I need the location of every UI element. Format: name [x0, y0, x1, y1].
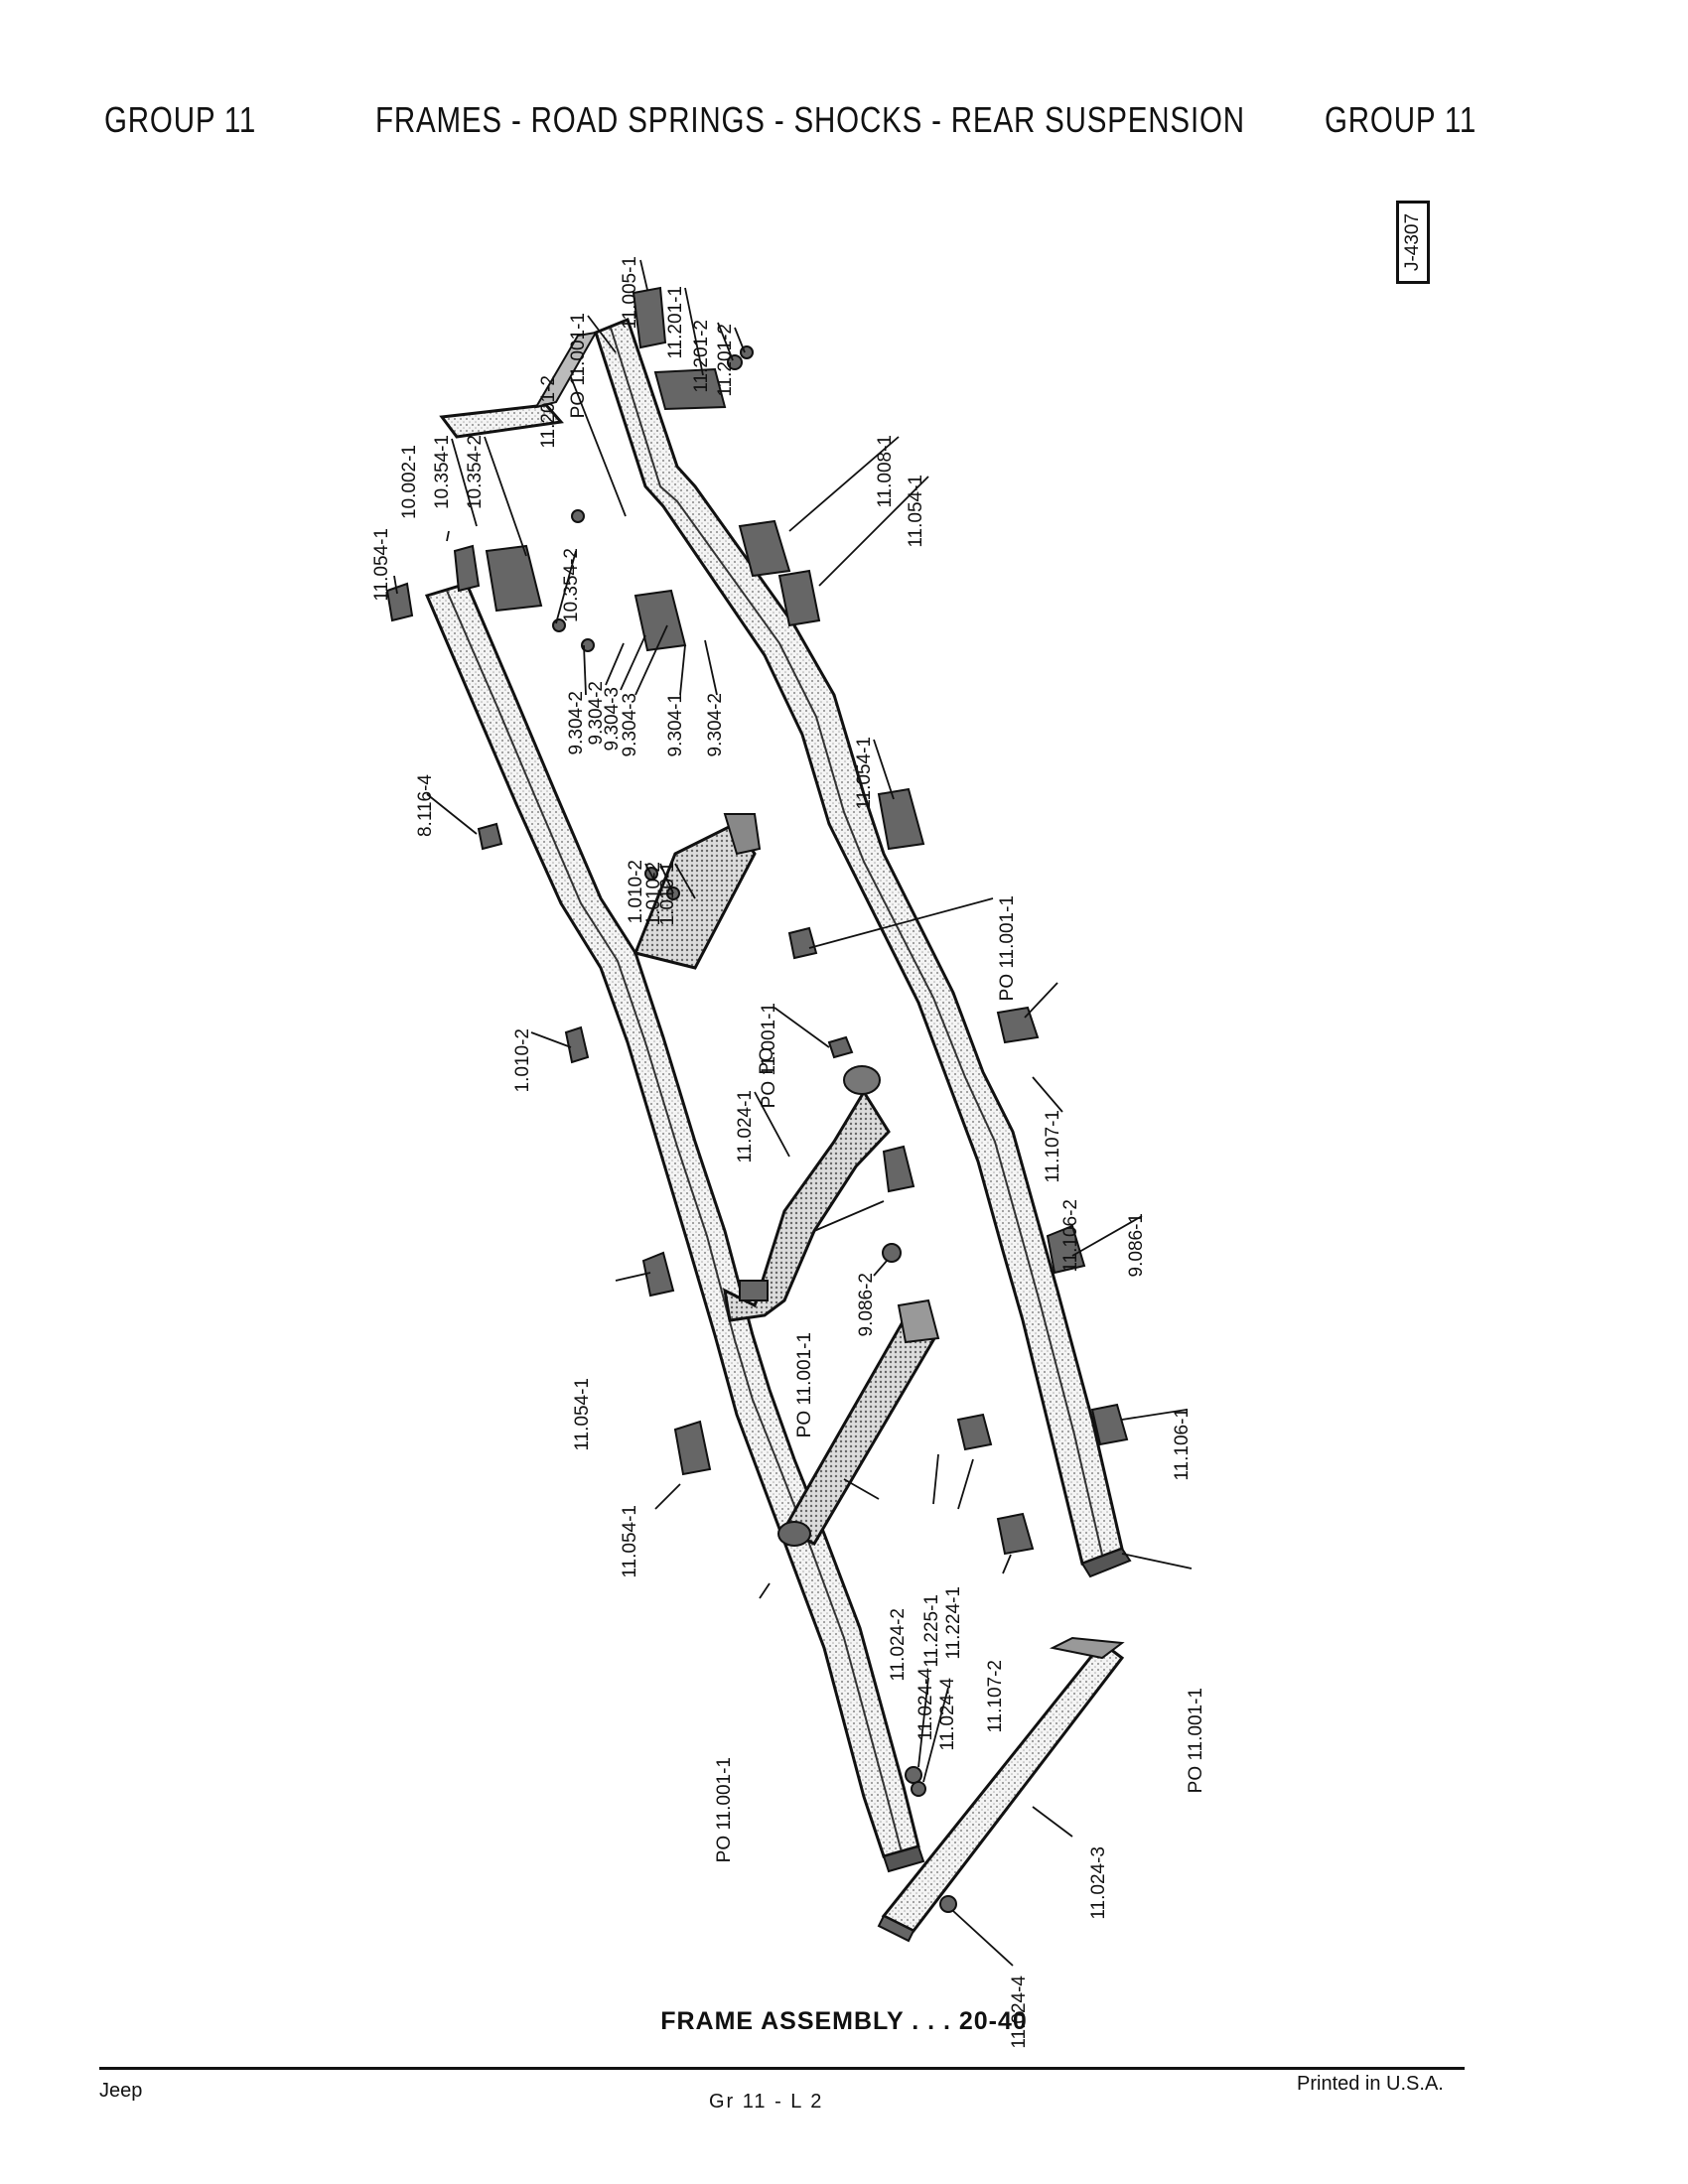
group-label-left: GROUP 11	[104, 99, 257, 140]
group-label-right: GROUP 11	[1325, 99, 1477, 140]
footer-rule	[99, 2067, 1465, 2070]
part-callout: 11.054-1	[906, 475, 926, 548]
part-callout: 1.010-2	[626, 860, 646, 923]
part-callout: 9.304-3	[620, 693, 640, 756]
figure-caption: FRAME ASSEMBLY . . . 20-40	[660, 2007, 1028, 2035]
tube-cross-member	[777, 1298, 940, 1547]
part-callout: PO 11.001-1	[714, 1757, 735, 1862]
part-callout: 11.024-4	[1009, 1976, 1030, 2049]
part-callout: 11.201-2	[538, 375, 559, 449]
part-callout: 9.304-2	[566, 691, 587, 754]
leader-lines	[393, 259, 1193, 1967]
figure-id-box: J-4307	[1396, 201, 1430, 284]
part-callout: 11.225-1	[921, 1594, 942, 1668]
part-callout: 11.201-2	[715, 324, 736, 397]
part-callout: 11.054-1	[572, 1378, 593, 1451]
part-callout: PO 11.001-1	[1186, 1688, 1206, 1793]
part-callout: 11.024-3	[1088, 1846, 1109, 1920]
part-callout: 1.010-2	[643, 862, 664, 925]
part-callout: 11.201-1	[665, 286, 686, 359]
footer-brand: Jeep	[99, 2080, 143, 2102]
part-callout: 10.354-1	[432, 435, 453, 509]
part-callout: 10.002-1	[399, 445, 420, 519]
part-callout: PO 11.001-1	[759, 1003, 779, 1108]
part-callout: PO 11.001-1	[794, 1332, 815, 1437]
part-callout: PO 11.001-1	[997, 895, 1018, 1001]
part-callout: 11.107-2	[985, 1660, 1006, 1733]
footer-page-number: Gr 11 - L 2	[709, 2091, 824, 2113]
part-callout: 11.024-1	[735, 1090, 756, 1163]
part-callout: 11.054-1	[371, 528, 392, 602]
center-cross-member	[723, 1065, 891, 1322]
part-callout: 11.024-4	[915, 1668, 936, 1741]
part-callout: PO	[757, 1047, 777, 1074]
part-callout: 11.054-1	[620, 1505, 640, 1578]
part-callout: 11.201-2	[691, 320, 712, 393]
part-callout: 11.005-1	[620, 256, 640, 330]
part-callout: 11.106-1	[1172, 1408, 1193, 1481]
part-callout: 9.086-2	[856, 1273, 877, 1336]
part-callout: 1.010-1	[657, 862, 678, 925]
footer-printed: Printed in U.S.A.	[1297, 2073, 1444, 2095]
rear-cross-member	[877, 1636, 1125, 1943]
part-callout: 9.304-1	[665, 693, 686, 756]
part-callout: PO 11.001-1	[568, 313, 589, 418]
part-callout: 9.304-2	[586, 681, 607, 745]
part-callout: 10.354-2	[561, 548, 582, 622]
part-callout: 11.106-2	[1060, 1199, 1081, 1273]
page-title: FRAMES - ROAD SPRINGS - SHOCKS - REAR SU…	[375, 99, 1245, 140]
part-callout: 11.024-4	[937, 1678, 958, 1751]
part-callout: 11.224-1	[943, 1586, 964, 1660]
front-cross-member	[439, 331, 598, 439]
part-callout: 1.010-2	[512, 1028, 533, 1092]
part-callout: 9.304-3	[602, 687, 623, 751]
cross-member-front-intermediate	[633, 813, 762, 970]
right-side-rail	[594, 318, 1132, 1578]
part-callout: 11.008-1	[875, 435, 896, 508]
part-callout: 11.024-2	[888, 1608, 909, 1682]
part-callout: 9.086-1	[1126, 1213, 1147, 1277]
part-callout: 9.304-2	[705, 693, 726, 756]
part-callout: 11.107-1	[1043, 1110, 1063, 1183]
brackets	[385, 286, 1129, 1913]
part-callout: 10.354-2	[465, 435, 486, 509]
part-callout: 8.116-4	[415, 774, 436, 837]
part-callout: 11.054-1	[854, 737, 875, 810]
